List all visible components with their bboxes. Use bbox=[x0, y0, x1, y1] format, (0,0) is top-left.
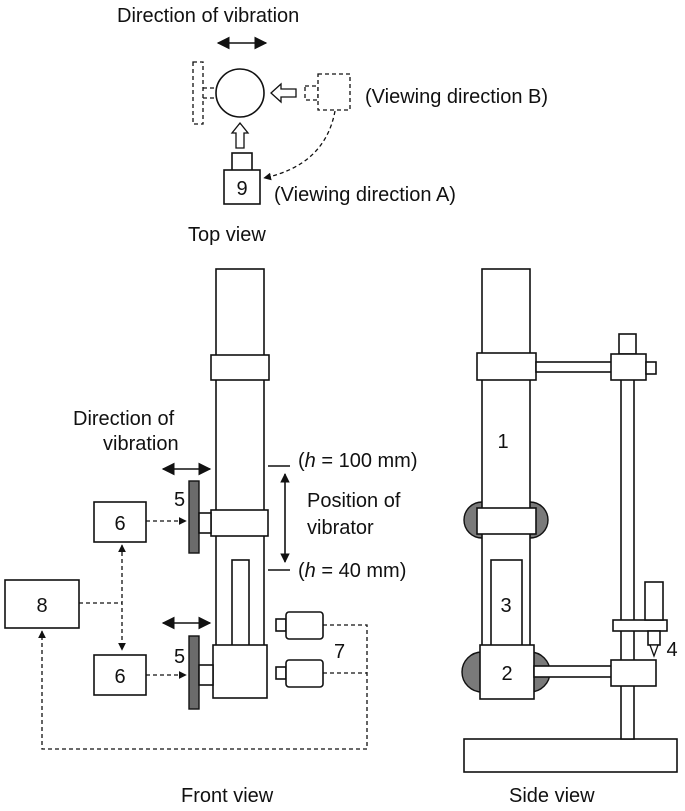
side-post-cap bbox=[618, 333, 637, 355]
sensor-7-lower-tip bbox=[275, 666, 287, 680]
position-label-1: Position of bbox=[307, 490, 401, 512]
front-clamp-middle bbox=[210, 509, 269, 537]
sensor-7-upper-tip bbox=[275, 618, 287, 632]
label-4: 4 bbox=[666, 639, 677, 661]
label-2: 2 bbox=[501, 663, 512, 685]
side-view-caption: Side view bbox=[509, 785, 595, 807]
top-view: Direction of vibration (Viewing directio… bbox=[117, 5, 548, 246]
viewing-b-label: (Viewing direction B) bbox=[365, 86, 548, 108]
viewing-a-label: (Viewing direction A) bbox=[274, 184, 456, 206]
side-clamp-middle bbox=[476, 507, 537, 535]
side-sensor-4-neck bbox=[647, 630, 661, 646]
side-arm-lower-head bbox=[610, 659, 657, 687]
viewing-a-arrow bbox=[230, 121, 250, 149]
label-6-upper: 6 bbox=[114, 513, 125, 535]
side-view: 1 3 2 4 Side view bbox=[461, 268, 678, 807]
label-5-upper: 5 bbox=[174, 489, 185, 511]
top-tube-circle bbox=[215, 68, 265, 118]
label-5-lower: 5 bbox=[174, 646, 185, 668]
side-sensor-4-body bbox=[644, 581, 664, 621]
side-arm-upper-head bbox=[610, 353, 647, 381]
side-arm-upper-knob bbox=[645, 361, 657, 375]
front-bottom-block bbox=[212, 644, 268, 699]
side-base bbox=[463, 738, 678, 773]
controller-8 bbox=[4, 579, 80, 629]
vibrator-lower bbox=[188, 635, 200, 710]
amplifier-6-upper bbox=[93, 501, 147, 543]
sensor-7-lower bbox=[285, 659, 324, 688]
vibrator-upper-stem bbox=[198, 512, 212, 534]
front-direction-label-1: Direction of bbox=[73, 408, 175, 430]
front-clamp-upper bbox=[210, 354, 270, 381]
top-direction-label: Direction of vibration bbox=[117, 5, 299, 27]
front-view-caption: Front view bbox=[181, 785, 274, 807]
camera-9-lens bbox=[231, 152, 253, 172]
camera-9-label: 9 bbox=[236, 178, 247, 200]
camera-b-body bbox=[317, 73, 351, 111]
label-3: 3 bbox=[500, 595, 511, 617]
side-arm-upper bbox=[535, 361, 619, 373]
front-view: Direction of vibration 5 6 (h = 100 mm) … bbox=[4, 268, 418, 807]
front-direction-label-2: vibration bbox=[103, 433, 179, 455]
link-7-to-8 bbox=[38, 624, 368, 750]
side-arm-lower bbox=[533, 665, 617, 678]
camera-b-lens bbox=[304, 85, 319, 101]
label-7: 7 bbox=[334, 641, 345, 663]
top-view-caption: Top view bbox=[188, 224, 266, 246]
side-sensor-4-tip bbox=[649, 644, 659, 658]
side-sensor-bracket bbox=[612, 619, 668, 632]
position-label-2: vibrator bbox=[307, 517, 374, 539]
camera-9-body bbox=[223, 169, 261, 205]
front-inner-rod bbox=[231, 559, 250, 651]
viewing-b-arrow bbox=[270, 82, 297, 104]
side-inner-rod bbox=[490, 559, 523, 648]
label-1: 1 bbox=[497, 431, 508, 453]
vibrator-upper bbox=[188, 480, 200, 554]
label-6-lower: 6 bbox=[114, 666, 125, 688]
camera-move-arrow bbox=[263, 110, 336, 181]
top-vibrator-outline bbox=[192, 61, 204, 125]
h40-label: (h = 40 mm) bbox=[298, 560, 406, 582]
label-8: 8 bbox=[36, 595, 47, 617]
vibrator-lower-stem bbox=[198, 664, 214, 686]
h100-label: (h = 100 mm) bbox=[298, 450, 418, 472]
sensor-7-upper bbox=[285, 611, 324, 640]
side-clamp-upper bbox=[476, 352, 537, 381]
